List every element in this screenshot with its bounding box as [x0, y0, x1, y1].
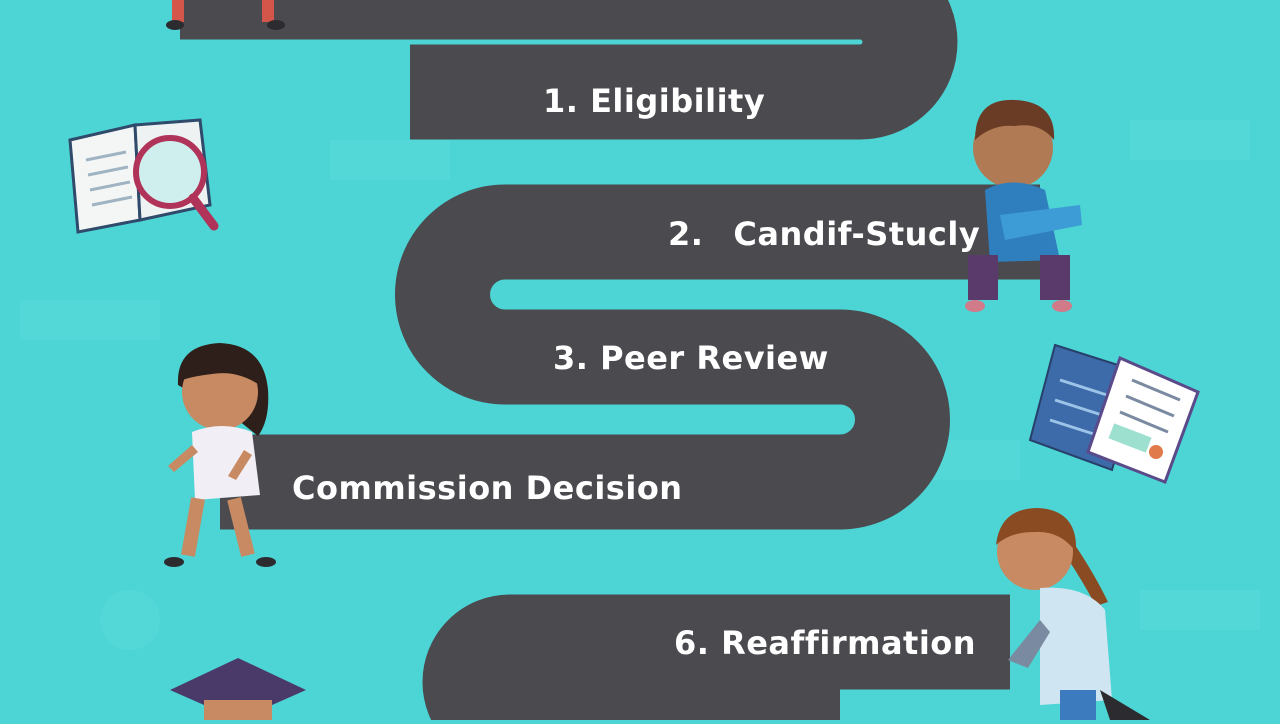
background-decoration [20, 120, 1260, 650]
step-title: Eligibility [590, 82, 766, 120]
step-label-candidacy-study: 2. Candif-Stucly [668, 215, 980, 253]
step-label-reaffirmation: 6. Reaffirmation [674, 624, 976, 662]
graduation-cap-icon [170, 658, 306, 720]
step-number: 3. [553, 339, 589, 377]
step-number: 2. [668, 215, 704, 253]
step-number: 6. [674, 624, 710, 662]
step-number: 1. [543, 82, 579, 120]
sitting-boy-character [965, 99, 1082, 312]
character-feet [166, 0, 285, 30]
ponytail-girl-character [996, 508, 1150, 720]
step-title: Candif-Stucly [733, 215, 981, 253]
magnifier-book-icon [68, 118, 219, 234]
document-icon [1028, 343, 1200, 484]
step-title: Peer Review [600, 339, 829, 377]
step-label-peer-review: 3. Peer Review [553, 339, 829, 377]
road-end-cap [410, 46, 470, 138]
step-title: Commission Decision [292, 469, 683, 507]
step-label-commission-decision: Commission Decision [292, 469, 683, 507]
walking-girl-character [164, 343, 276, 567]
step-label-eligibility: 1. Eligibility [543, 82, 765, 120]
step-title: Reaffirmation [721, 624, 977, 662]
